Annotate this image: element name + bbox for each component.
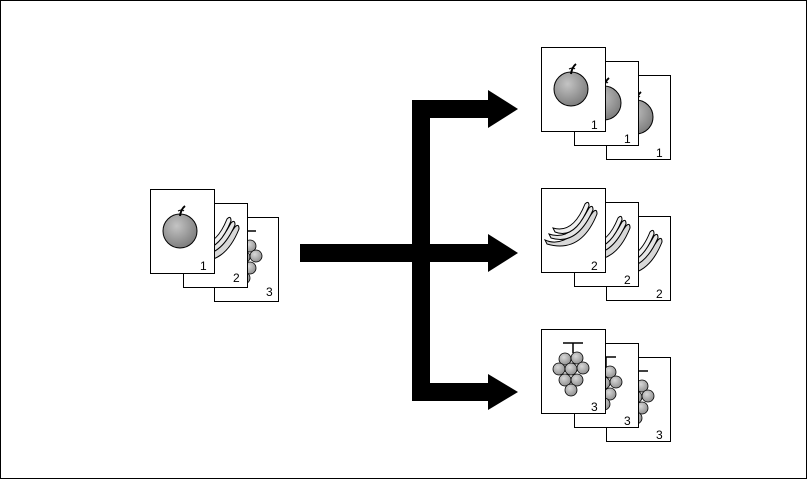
page-number: 2 [656,287,663,301]
page-number: 1 [591,118,598,132]
arrow-shaft-top [412,100,500,118]
page-number: 2 [233,271,240,285]
arrow-head-top [488,90,518,128]
arrow-head-middle [488,234,518,272]
source-page-1: 1 [150,189,215,274]
output-stack-banana: 2 2 2 [541,188,671,301]
output-page: 3 [541,329,606,414]
page-number: 3 [591,400,598,414]
page-number: 3 [656,428,663,442]
source-stack: 3 2 1 [150,189,279,302]
vertical-connector [412,100,430,401]
page-number: 1 [624,132,631,146]
main-arrow-shaft [300,244,500,262]
output-page: 1 [541,47,606,132]
output-page: 2 [541,188,606,273]
output-stack-grape: 3 3 3 [541,329,671,442]
page-number: 1 [200,259,207,273]
branch-arrows [300,90,518,410]
output-stack-apple: 1 1 1 [541,47,671,160]
page-number: 2 [624,273,631,287]
arrow-shaft-bottom [412,383,500,401]
page-number: 3 [624,414,631,428]
arrow-head-bottom [488,374,518,410]
page-number: 1 [656,146,663,160]
page-number: 3 [266,285,273,299]
page-number: 2 [591,259,598,273]
